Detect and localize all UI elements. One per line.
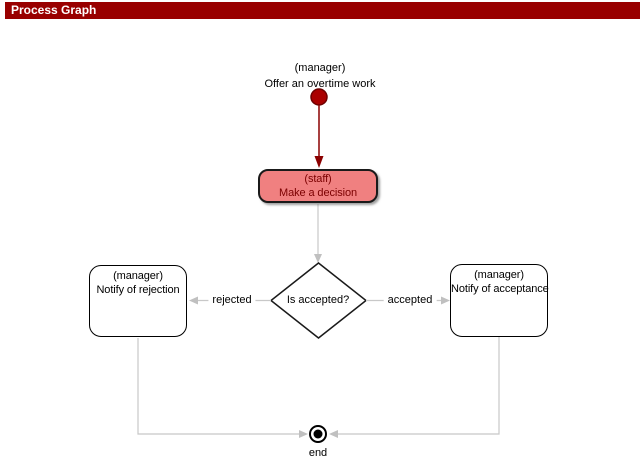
title-bar: Process Graph xyxy=(5,2,640,19)
connector-accept-to-end xyxy=(329,337,500,438)
arrowhead-left-icon xyxy=(329,430,338,438)
gateway-is-accepted[interactable] xyxy=(269,262,368,339)
end-label: end xyxy=(308,447,328,459)
task-notify-of-rejection[interactable]: (manager) Notify of rejection xyxy=(89,265,187,337)
edge-label-rejected: rejected xyxy=(208,294,256,306)
reject-role-label: (manager) xyxy=(113,270,163,282)
start-label: Offer an overtime work xyxy=(264,78,376,90)
end-node[interactable] xyxy=(309,425,327,443)
task-role-label: (staff) xyxy=(304,173,332,185)
connector-reject-to-end xyxy=(137,338,308,438)
arrowhead-down-icon xyxy=(314,156,324,168)
accept-role-label: (manager) xyxy=(474,269,524,281)
edge-label-accepted: accepted xyxy=(383,294,437,306)
gateway-label: Is accepted? xyxy=(286,294,350,306)
page-title: Process Graph xyxy=(11,3,97,17)
reject-label: Notify of rejection xyxy=(96,284,180,296)
start-role-label: (manager) xyxy=(294,62,346,74)
task-notify-of-acceptance[interactable]: (manager) Notify of acceptance xyxy=(450,264,549,337)
accept-label: Notify of acceptance xyxy=(451,283,549,295)
arrowhead-right-icon xyxy=(299,430,308,438)
task-make-a-decision[interactable]: (staff) Make a decision xyxy=(258,169,378,203)
arrowhead-left-icon xyxy=(189,296,198,305)
arrowhead-right-icon xyxy=(441,296,450,305)
connector-start-to-task xyxy=(314,105,324,168)
arrowhead-down-icon xyxy=(314,254,322,263)
start-node[interactable] xyxy=(310,88,328,106)
connector-task-to-gateway xyxy=(314,204,322,263)
task-label: Make a decision xyxy=(279,187,357,199)
